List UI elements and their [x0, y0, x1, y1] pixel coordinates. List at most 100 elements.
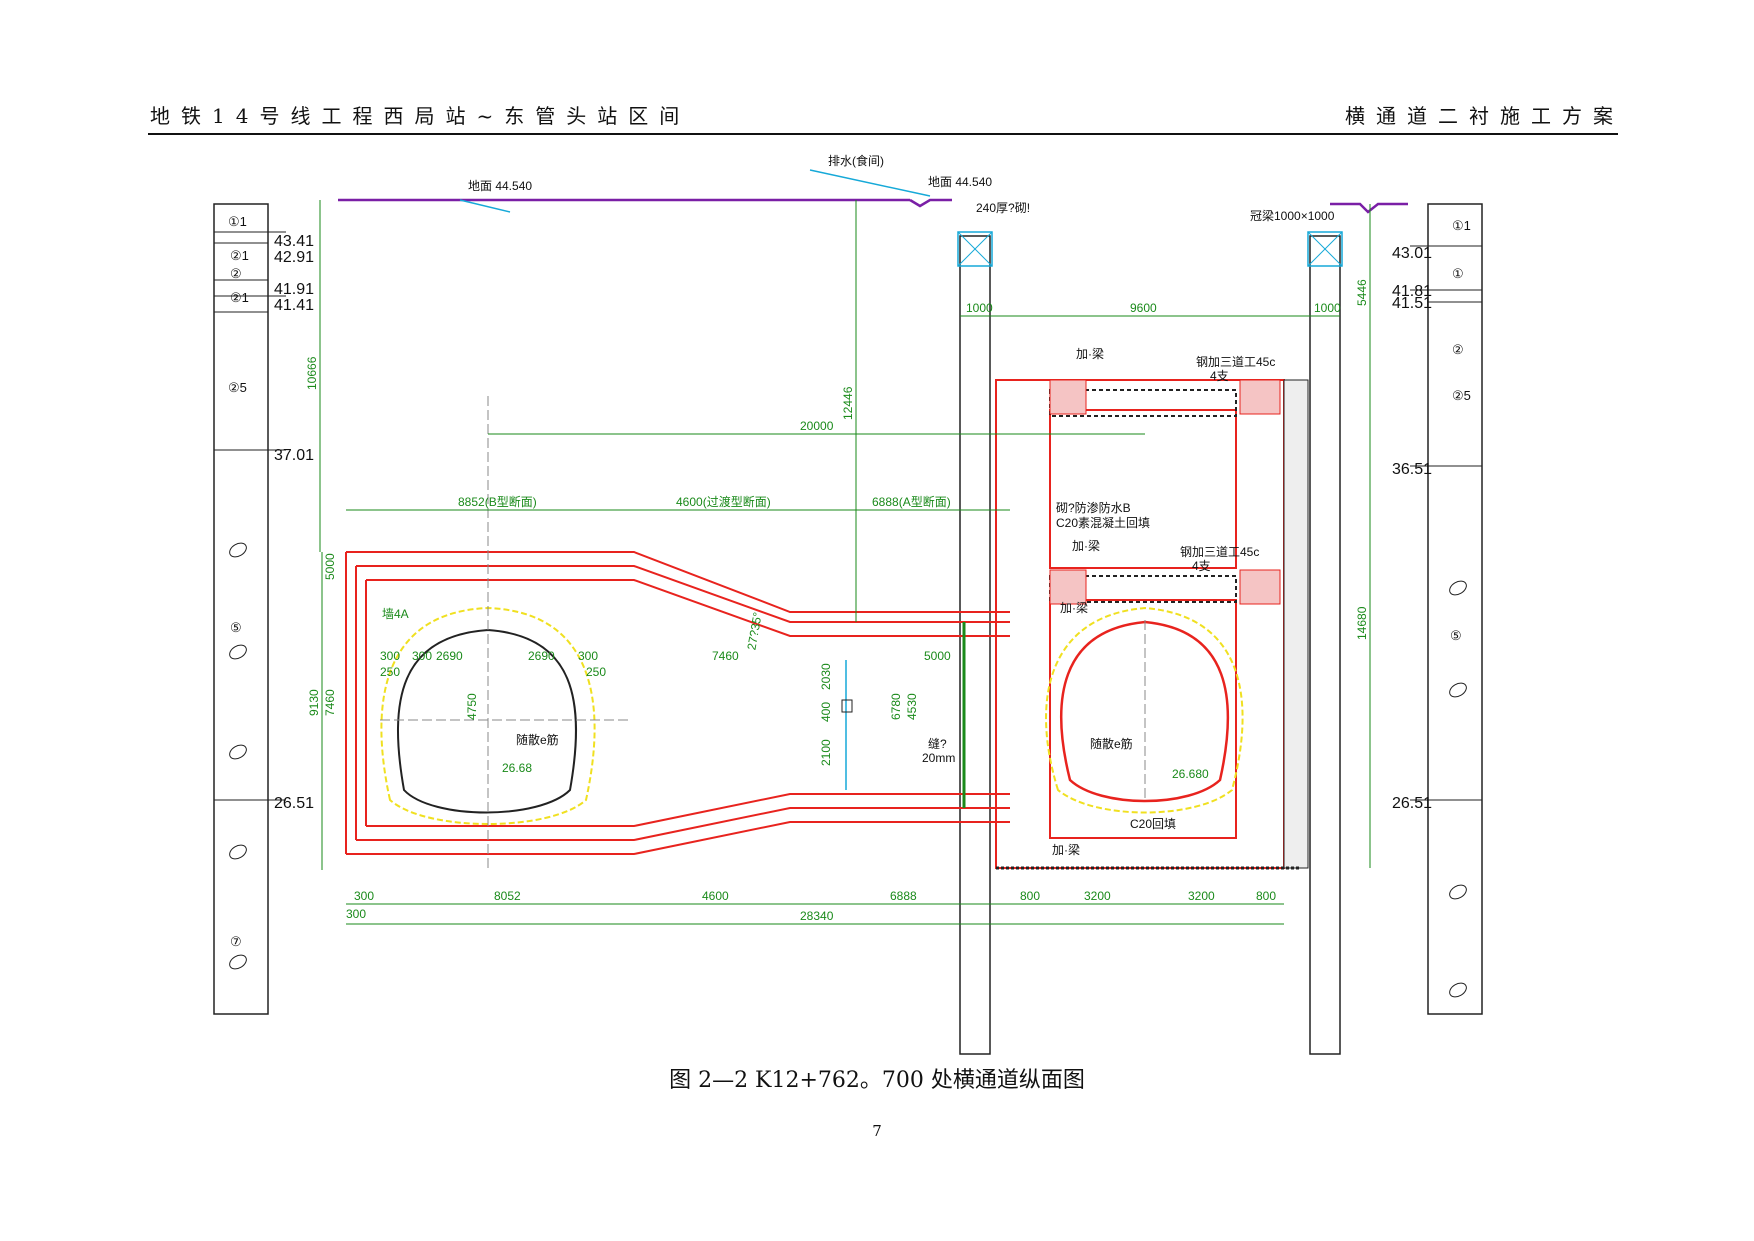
dim-arch-7: 250	[586, 665, 606, 679]
left-soil-column	[213, 203, 269, 1015]
passage-inner-top-2	[366, 579, 1010, 637]
dim-5446: 5446	[1355, 279, 1369, 306]
dim-bottom-2: 4600	[702, 889, 729, 903]
brace-note-1: 钢加三道工45c	[1196, 355, 1275, 369]
left-tunnel-lining	[397, 628, 578, 814]
right-level-5: 26.51	[1392, 795, 1432, 812]
dim-5000: 5000	[924, 649, 951, 663]
dim-bottom-1: 8052	[494, 889, 521, 903]
dim-vertical-mid-2: 400	[819, 702, 833, 722]
dim-bottom-right-4: 800	[1256, 889, 1276, 903]
left-level-6: 26.51	[274, 795, 314, 812]
rebar-note-left: 随散e筋	[516, 732, 559, 747]
joint-note-4: 加·梁	[1052, 842, 1080, 857]
brace-note-1b: 4支	[1210, 369, 1229, 383]
crown-beam-right	[1307, 231, 1343, 267]
dim-arch-5: 300	[578, 649, 598, 663]
left-level-5: 37.01	[274, 447, 314, 464]
left-level-3: 41.91	[274, 281, 314, 298]
left-tunnel-yellow	[380, 606, 596, 825]
dim-top-2: 9600	[1130, 301, 1157, 315]
dim-top-3: 1000	[1314, 301, 1341, 315]
dim-300-b: 300	[346, 907, 366, 921]
right-level-4: 36.51	[1392, 461, 1432, 478]
dim-vertical-left-3: 5000	[323, 553, 337, 580]
left-level-1: 43.41	[274, 233, 314, 250]
dim-section-3: 6888(A型断面)	[872, 494, 951, 509]
water-level-right: 26.680	[1172, 767, 1209, 781]
beam-label: 冠梁1000×1000	[1250, 208, 1335, 223]
dim-4750: 4750	[465, 693, 479, 720]
tunnel-label: 墙4A	[382, 607, 409, 621]
dim-bottom-right-2: 3200	[1084, 889, 1111, 903]
dim-arch-3: 2690	[436, 649, 463, 663]
shaft-pile-right	[1309, 235, 1341, 1055]
left-level-4: 41.41	[274, 297, 314, 314]
dim-300: 300	[354, 889, 374, 903]
right-soil-label-5: ⑤	[1450, 628, 1462, 643]
left-soil-label-3: ②	[230, 266, 242, 281]
shaft-outer	[995, 379, 1285, 869]
dim-bottom-right-1: 800	[1020, 889, 1040, 903]
dim-total: 28340	[800, 909, 834, 923]
dim-arch-6: 250	[380, 665, 400, 679]
dim-arch-2: 300	[412, 649, 432, 663]
water-level-left: 26.68	[502, 761, 532, 775]
crown-beam-left	[957, 231, 993, 267]
waterproof-note: 砌?防渗防水B	[1056, 500, 1131, 515]
joint-note-2: 加·梁	[1072, 538, 1100, 553]
ground-hatch-left	[459, 199, 511, 213]
passage-inner-bottom	[356, 807, 1010, 841]
passage-outer-bottom	[346, 821, 1010, 855]
dim-top-1: 1000	[966, 301, 993, 315]
left-soil-label-1: ①1	[228, 214, 247, 229]
passage-inner-top	[356, 565, 1010, 623]
wall-label: 240厚?砌!	[976, 201, 1030, 215]
dim-vertical-mid-3: 2100	[819, 739, 833, 766]
retaining-gravel	[1283, 379, 1309, 869]
right-soil-label-2: ①	[1452, 266, 1464, 281]
passage-inner-bottom-2	[366, 793, 1010, 827]
shaft-pile-left	[959, 235, 991, 1055]
dim-arch-1: 300	[380, 649, 400, 663]
right-level-3: 41.51	[1392, 295, 1432, 312]
dim-14680: 14680	[1355, 606, 1369, 640]
dim-10666: 10666	[305, 356, 319, 390]
rebar-note-right: 随散e筋	[1090, 736, 1133, 751]
gap-label: 缝?	[928, 736, 947, 751]
passage-outer-top	[346, 551, 1010, 613]
ground-line-far-right	[1330, 202, 1408, 214]
slope-note: 27?35°	[744, 611, 764, 651]
ground-left-label: 地面 44.540	[468, 179, 532, 193]
brace-note-2: 钢加三道工45c	[1180, 545, 1259, 559]
left-soil-label-2: ②1	[230, 248, 249, 263]
backfill-note: C20素混凝土回填	[1056, 515, 1150, 530]
joint-note-1: 加·梁	[1076, 346, 1104, 361]
ground-right-label: 地面 44.540	[928, 175, 992, 189]
right-level-2: 41.81	[1392, 283, 1432, 300]
joint-note-3: 加·梁	[1060, 600, 1088, 615]
dim-20000: 20000	[800, 419, 834, 433]
right-soil-label-3: ②	[1452, 342, 1464, 357]
dim-section-1: 8852(B型断面)	[458, 494, 537, 509]
left-soil-label-7: ⑦	[230, 934, 242, 949]
dim-vertical-mid-4: 6780	[889, 693, 903, 720]
dim-arch-4: 2690	[528, 649, 555, 663]
left-soil-label-4: ②1	[230, 290, 249, 305]
left-level-2: 42.91	[274, 249, 314, 266]
joint-gap: 20mm	[922, 751, 955, 765]
ground-line-right	[909, 198, 952, 208]
header-right-title: 横通道二衬施工方案	[1345, 104, 1624, 128]
brace-note-2b: 4支	[1192, 559, 1211, 573]
dim-bottom-3: 6888	[890, 889, 917, 903]
brace-upper	[1049, 389, 1237, 417]
header-rule	[148, 133, 1618, 135]
backfill-bottom-note: C20回填	[1130, 817, 1176, 831]
left-soil-label-5: ②5	[228, 380, 247, 395]
dim-12446: 12446	[841, 386, 855, 420]
shaft-inner-upper	[1049, 409, 1237, 569]
page-number: 7	[872, 1122, 882, 1140]
dim-vertical-mid-1: 2030	[819, 663, 833, 690]
dim-vertical-left-2: 7460	[323, 689, 337, 716]
